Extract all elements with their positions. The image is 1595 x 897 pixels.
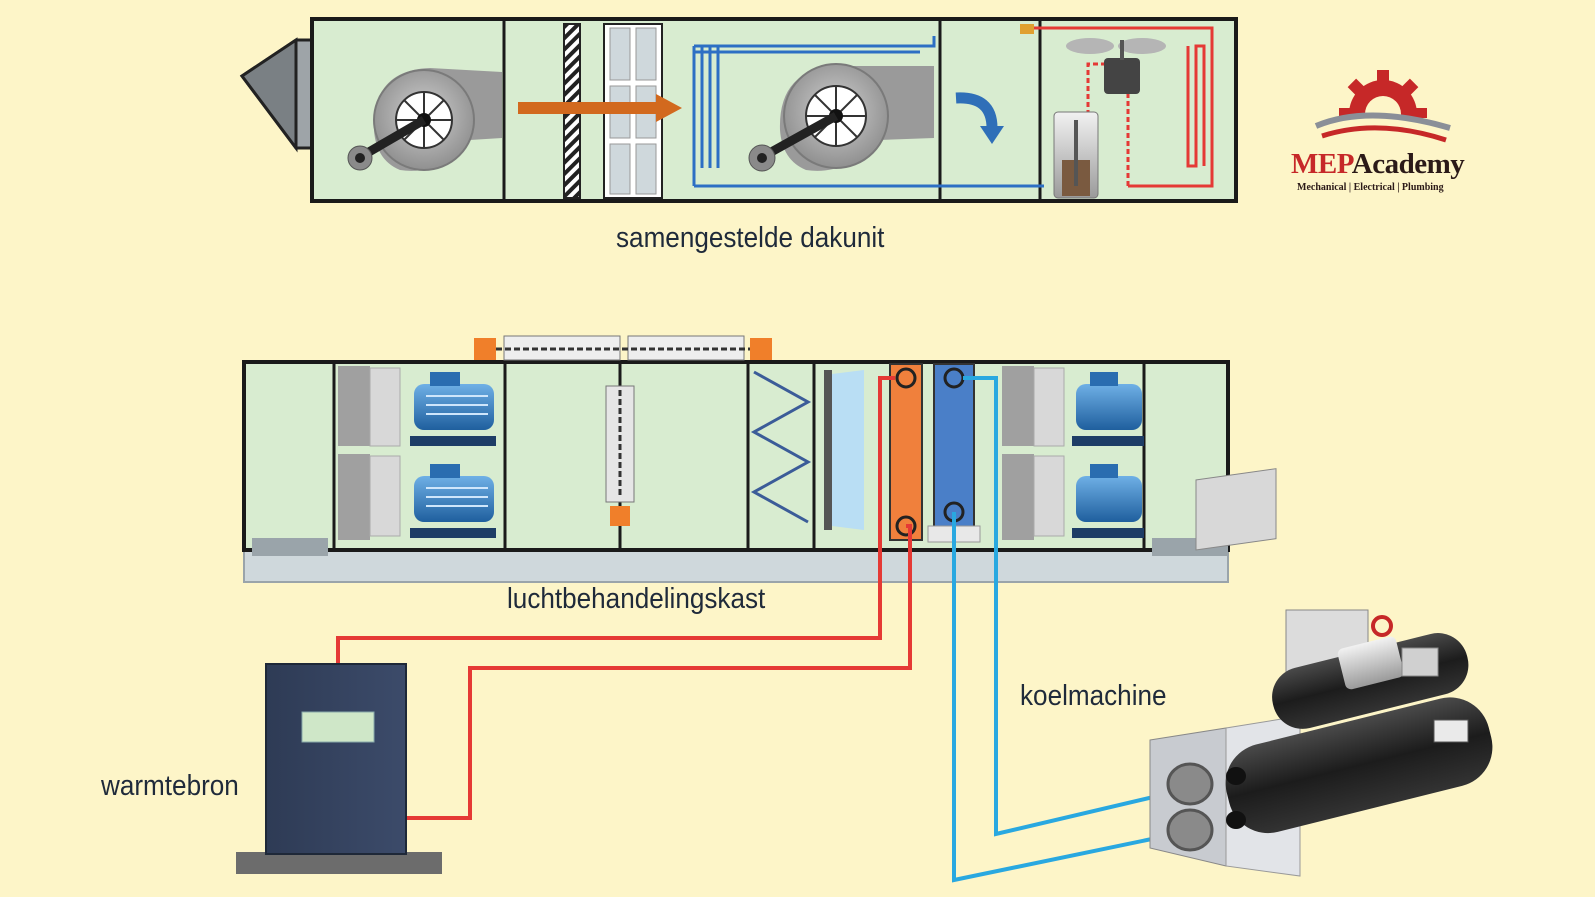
chiller-label: koelmachine <box>1020 680 1167 712</box>
heat-source-boiler <box>236 663 442 874</box>
gear-icon <box>1314 70 1451 150</box>
compressor-icon <box>1053 111 1099 199</box>
mixing-damper <box>474 335 772 361</box>
logo-title: MEPAcademy <box>1291 148 1465 181</box>
humidifier <box>824 370 864 530</box>
heat-source-label: warmtebron <box>101 770 239 802</box>
supply-fan-upper-icon <box>1002 366 1144 447</box>
supply-fan-icon <box>748 63 934 172</box>
bag-filter <box>750 370 812 524</box>
logo-brand-suffix: Academy <box>1351 148 1465 180</box>
evaporator-coil <box>692 36 936 186</box>
rooftop-unit-label: samengestelde dakunit <box>616 222 885 254</box>
ahu-label: luchtbehandelingskast <box>507 583 766 615</box>
return-fan-icon <box>347 68 502 171</box>
air-handling-unit <box>242 335 1230 583</box>
airflow-arrow-icon <box>518 94 682 122</box>
condenser-fan-icon <box>1066 38 1166 94</box>
heating-coil <box>889 363 923 541</box>
supply-fan-lower-icon <box>1002 454 1144 540</box>
cooling-coil <box>927 363 981 543</box>
logo-tagline: Mechanical | Electrical | Plumbing <box>1297 182 1444 193</box>
supply-air-arrow-icon <box>955 92 998 129</box>
internal-damper <box>605 385 635 526</box>
rooftop-unit <box>239 17 1238 203</box>
return-fan-lower-icon <box>338 454 496 540</box>
mep-academy-logo: MEPAcademy Mechanical | Electrical | Plu… <box>1288 70 1488 200</box>
return-fan-upper-icon <box>338 366 496 447</box>
chiller-icon <box>1149 468 1493 877</box>
chilled-water-piping <box>952 376 1235 883</box>
logo-brand-prefix: MEP <box>1291 148 1352 180</box>
hot-water-piping <box>336 376 912 820</box>
